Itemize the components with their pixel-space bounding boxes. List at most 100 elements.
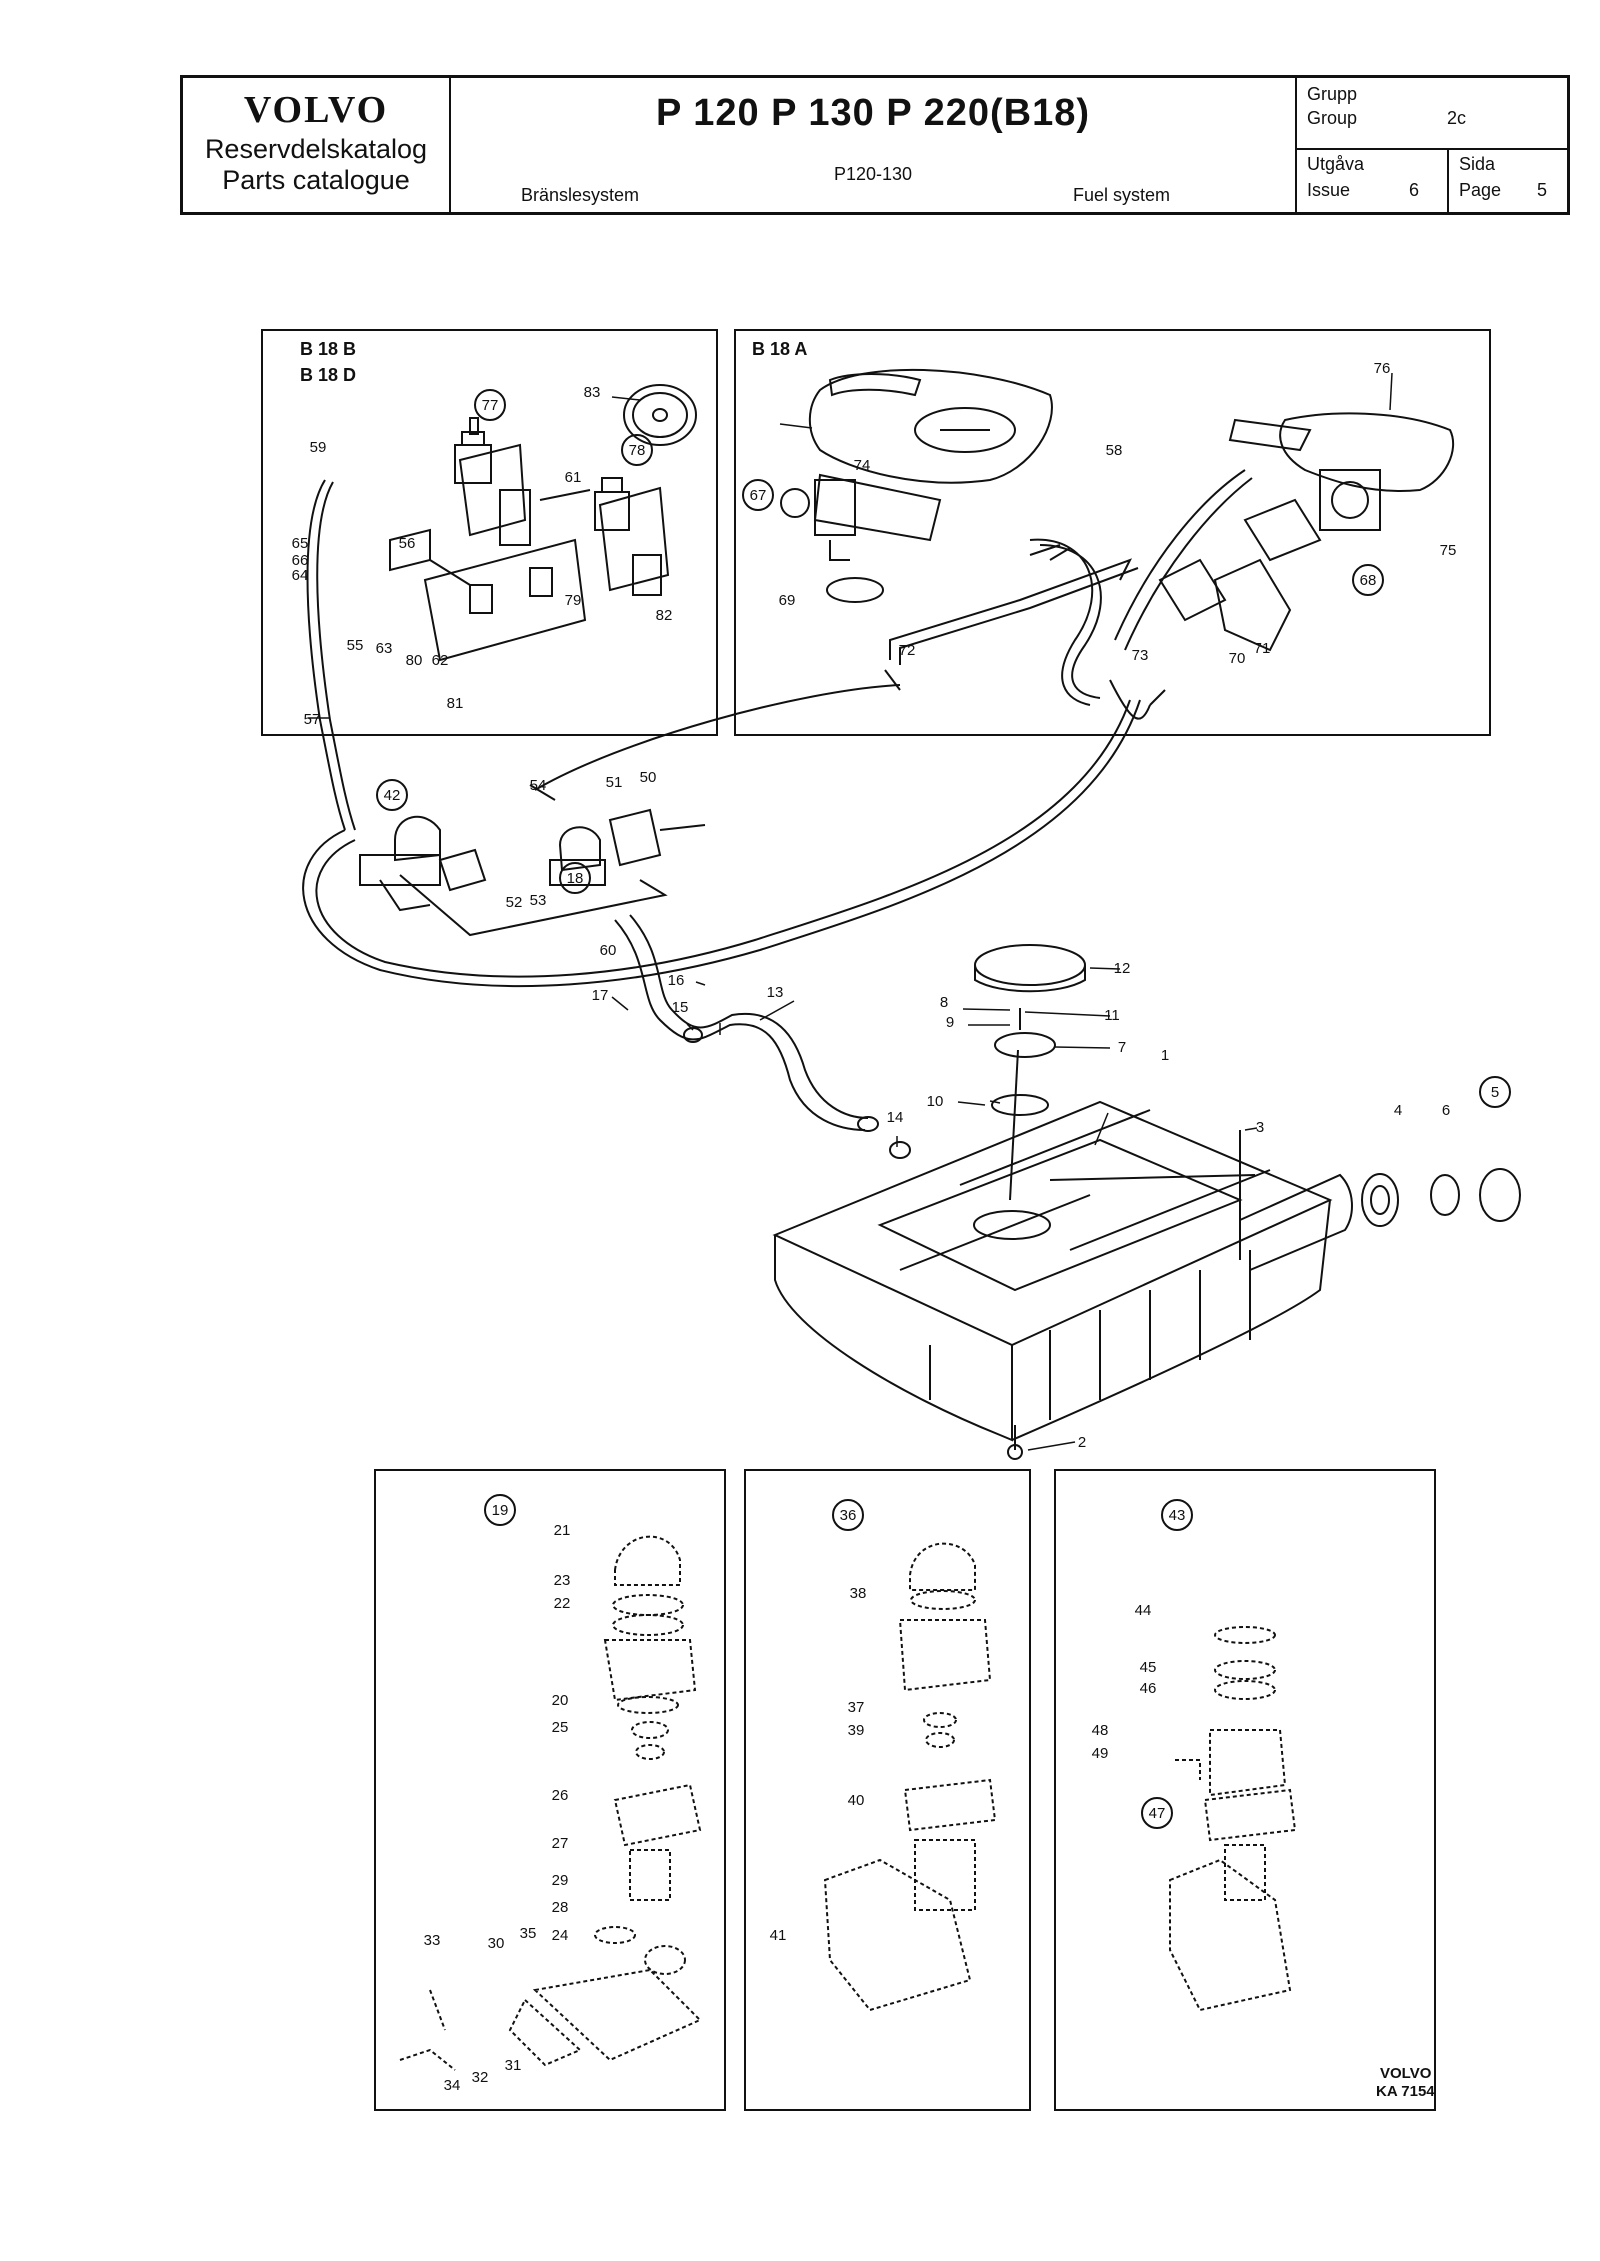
group-row: Grupp Group 2c [1297, 78, 1567, 150]
callout-43: 43 [1169, 1507, 1186, 1524]
callout-2: 2 [1078, 1434, 1086, 1451]
b18bd-parts [389, 384, 697, 662]
callout-9: 9 [946, 1014, 954, 1031]
callout-18: 18 [567, 870, 584, 887]
header-table: VOLVO Reservdelskatalog Parts catalogue … [180, 75, 1570, 215]
callout-80: 80 [406, 652, 423, 669]
callout-56: 56 [399, 535, 416, 552]
callout-circle [832, 1499, 864, 1531]
callout-60: 60 [600, 942, 617, 959]
fuel-tank [772, 1100, 1353, 1460]
footer-brand: VOLVO [1380, 2065, 1432, 2082]
callout-52: 52 [506, 894, 523, 911]
callout-75: 75 [1440, 542, 1457, 559]
callout-5: 5 [1491, 1084, 1499, 1101]
callout-77: 77 [482, 397, 499, 414]
callout-circle [1141, 1797, 1173, 1829]
callout-55: 55 [347, 637, 364, 654]
volvo-logo: VOLVO [243, 89, 389, 131]
callout-8: 8 [940, 994, 948, 1011]
callout-circle [1352, 564, 1384, 596]
callout-36: 36 [840, 1507, 857, 1524]
callout-16: 16 [668, 972, 685, 989]
callout-17: 17 [592, 987, 609, 1004]
section-title-sv: Bränslesystem [521, 185, 640, 205]
callout-circle [621, 434, 653, 466]
callout-40: 40 [848, 1792, 865, 1809]
panel-label-b18a: B 18 A [752, 339, 807, 359]
callout-31: 31 [505, 2057, 522, 2074]
pump-43-exploded [1169, 1626, 1297, 2012]
callout-25: 25 [552, 1719, 569, 1736]
callout-circle [376, 779, 408, 811]
pump-36-exploded [823, 1542, 997, 2012]
callout-45: 45 [1140, 1659, 1157, 1676]
callout-circle [1161, 1499, 1193, 1531]
callout-circle [559, 862, 591, 894]
issue-value: 6 [1409, 180, 1420, 200]
callout-34: 34 [444, 2077, 461, 2094]
callout-62: 62 [432, 652, 449, 669]
callout-71: 71 [1254, 640, 1271, 657]
callout-54: 54 [530, 777, 547, 794]
panel-pump-43-frame [1054, 1469, 1436, 2111]
callout-29: 29 [552, 1872, 569, 1889]
callout-49: 49 [1092, 1745, 1109, 1762]
callout-78: 78 [629, 442, 646, 459]
callout-10: 10 [927, 1093, 944, 1110]
panel-pump-36-frame [744, 1469, 1031, 2111]
b18a-parts [780, 368, 1455, 720]
callout-14: 14 [887, 1109, 904, 1126]
callout-53: 53 [530, 892, 547, 909]
panel-label-b18d: B 18 D [300, 365, 356, 385]
callout-37: 37 [848, 1699, 865, 1716]
page-label-sv: Sida [1459, 154, 1496, 174]
callout-66: 66 [292, 552, 309, 569]
callout-46: 46 [1140, 1680, 1157, 1697]
callout-circle [484, 1494, 516, 1526]
callout-61: 61 [565, 469, 582, 486]
diagram-drawing [261, 329, 1521, 2111]
callout-labels: 1234567891011121314151617181920212223242… [292, 360, 1511, 2094]
callout-41: 41 [770, 1927, 787, 1944]
callout-12: 12 [1114, 960, 1131, 977]
group-value: 2c [1447, 108, 1467, 128]
callout-67: 67 [750, 487, 767, 504]
callout-19: 19 [492, 1502, 509, 1519]
callout-65: 65 [292, 535, 309, 552]
callout-73: 73 [1132, 647, 1149, 664]
group-label-en: Group [1307, 108, 1358, 128]
panel-b18a-frame [734, 329, 1491, 736]
footer-code: KA 7154 [1376, 2083, 1435, 2100]
meta-cell: Grupp Group 2c Utgåva Issue 6 Sida Page … [1297, 78, 1567, 212]
model-list: P 120 P 130 P 220(B18) [656, 92, 1090, 134]
callout-44: 44 [1135, 1602, 1152, 1619]
sender-unit [974, 944, 1086, 1201]
callout-4: 4 [1394, 1102, 1402, 1119]
catalog-title-sv: Reservdelskatalog [204, 134, 428, 164]
fuel-pumps-middle [359, 808, 706, 937]
models-cell: P 120 P 130 P 220(B18) P120-130 Bränsles… [451, 78, 1297, 212]
page-value: 5 [1537, 180, 1548, 200]
pump-19-exploded [399, 1535, 702, 2071]
issue-label-sv: Utgåva [1307, 154, 1365, 174]
callout-51: 51 [606, 774, 623, 791]
page-label-en: Page [1459, 180, 1502, 200]
callout-38: 38 [850, 1585, 867, 1602]
fuel-lines [302, 479, 1141, 988]
callout-64: 64 [292, 567, 309, 584]
callout-circle [474, 389, 506, 421]
callout-30: 30 [488, 1935, 505, 1952]
callout-3: 3 [1256, 1119, 1264, 1136]
group-label-sv: Grupp [1307, 84, 1358, 104]
leader-lines [308, 372, 1393, 1451]
model-subtitle: P120-130 [833, 164, 913, 184]
callout-24: 24 [552, 1927, 569, 1944]
callout-27: 27 [552, 1835, 569, 1852]
callout-35: 35 [520, 1925, 537, 1942]
callout-39: 39 [848, 1722, 865, 1739]
callout-57: 57 [304, 711, 321, 728]
callout-69: 69 [779, 592, 796, 609]
callout-50: 50 [640, 769, 657, 786]
